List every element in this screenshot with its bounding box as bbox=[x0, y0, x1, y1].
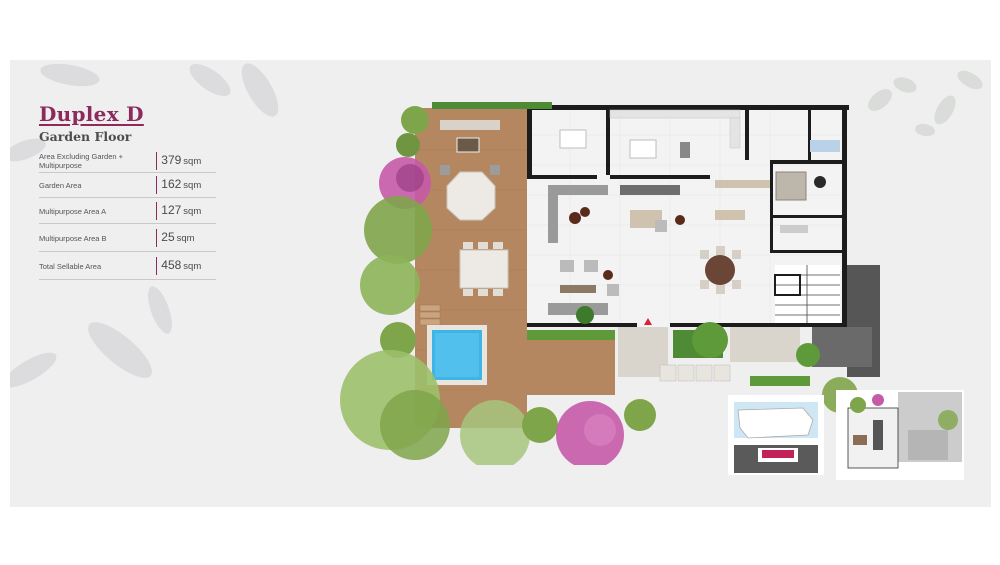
area-label: Multipurpose Area B bbox=[39, 233, 107, 243]
sofa bbox=[548, 185, 608, 195]
dining-table bbox=[705, 255, 735, 285]
area-label: Multipurpose Area A bbox=[39, 206, 107, 216]
page-title: Duplex D bbox=[39, 102, 144, 126]
leaf-shadow-decoration-right bbox=[868, 70, 983, 137]
entrance-marker bbox=[644, 318, 652, 325]
outdoor-dining-table bbox=[459, 249, 509, 289]
south-wall bbox=[527, 323, 637, 327]
kitchen-counter bbox=[609, 109, 741, 119]
area-label: Total Sellable Area bbox=[39, 261, 102, 271]
side-table bbox=[569, 212, 581, 224]
key-plan-thumbnails bbox=[728, 390, 964, 480]
trees bbox=[340, 106, 858, 465]
area-table: Area Excluding Garden + Multipurpose 379… bbox=[39, 149, 216, 280]
deck-extension bbox=[480, 340, 615, 395]
page-subtitle: Garden Floor bbox=[39, 129, 132, 144]
area-label: Garden Area bbox=[39, 181, 82, 190]
floor-plan bbox=[340, 102, 880, 465]
outdoor-sofa bbox=[440, 120, 500, 130]
entrance-terrace bbox=[618, 327, 668, 377]
north-wall bbox=[527, 105, 849, 110]
breakfast-table bbox=[629, 139, 657, 159]
kitchen-table bbox=[559, 129, 587, 149]
parasol bbox=[446, 171, 496, 221]
area-row: Area Excluding Garden + Multipurpose 379… bbox=[39, 149, 216, 173]
east-wall bbox=[842, 105, 847, 330]
leaf-shadow-decoration bbox=[10, 63, 279, 388]
coffee-table-living bbox=[630, 210, 662, 228]
coffee-table bbox=[456, 137, 480, 153]
hedge bbox=[432, 102, 552, 109]
bed bbox=[775, 171, 807, 201]
tv-unit bbox=[620, 185, 680, 195]
slide-panel: Duplex D Garden Floor Area Excluding Gar… bbox=[10, 60, 991, 507]
area-label: Area Excluding Garden + Multipurpose bbox=[39, 152, 124, 170]
highlighted-unit bbox=[762, 450, 794, 458]
